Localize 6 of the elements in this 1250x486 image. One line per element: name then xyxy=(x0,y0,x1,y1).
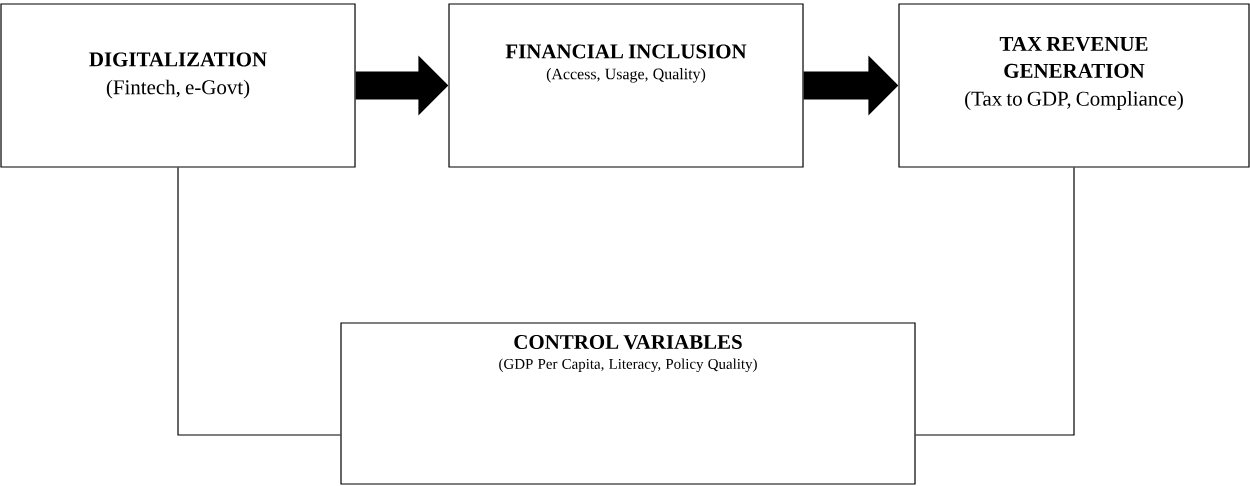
box: CONTROL VARIABLES (GDP Per Capita, Literacy, Policy Quality) xyxy=(340,322,916,485)
connector-line xyxy=(915,167,1075,436)
box: DIGITALIZATION (Fintech, e-Govt) xyxy=(0,3,356,168)
connector-line xyxy=(177,167,341,436)
box: TAX REVENUE GENERATION (Tax to GDP, Compliance) xyxy=(898,3,1250,168)
box: FINANCIAL INCLUSION (Access, Usage, Quality) xyxy=(448,3,804,168)
